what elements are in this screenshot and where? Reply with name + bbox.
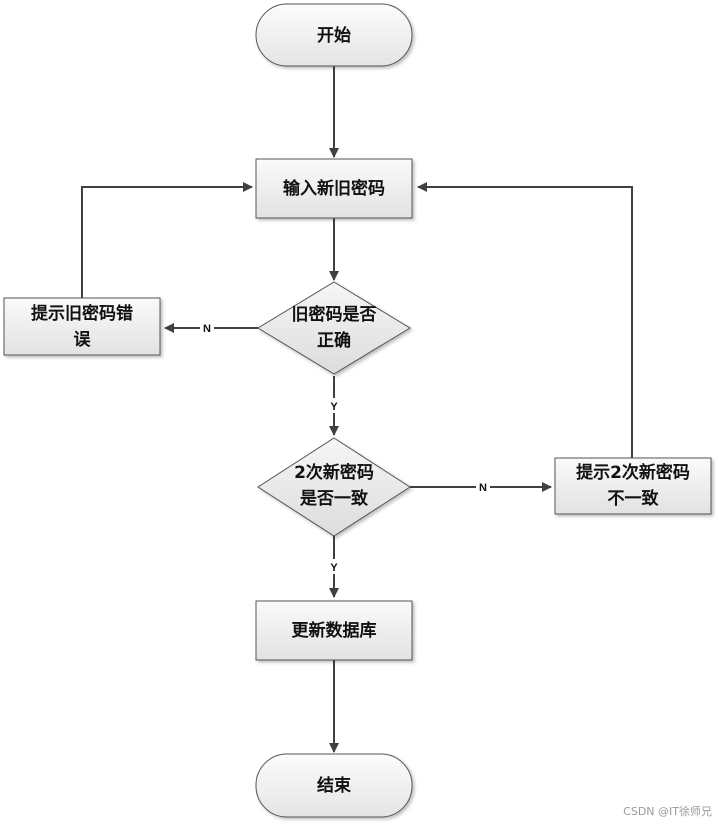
- input-node: 输入新旧密码: [255, 158, 413, 219]
- check-new-label-line1: 2次新密码: [294, 462, 374, 483]
- check-new-label-line2: 是否一致: [300, 488, 369, 509]
- start-node: 开始: [255, 3, 413, 67]
- label-new-no: N: [479, 482, 487, 494]
- edge-old-error-back-to-input: [81, 182, 253, 298]
- label-new-yes: Y: [330, 562, 338, 574]
- end-node: 结束: [255, 753, 413, 818]
- old-error-label-line2: 误: [74, 330, 92, 350]
- watermark: CSDN @IT徐师兄: [623, 805, 712, 818]
- label-old-yes: Y: [330, 401, 338, 413]
- check-old-label-line1: 旧密码是否: [292, 304, 377, 325]
- check-new-decision: 2次新密码 是否一致: [257, 437, 411, 537]
- new-error-label-line1: 提示2次新密码: [576, 462, 690, 483]
- update-label: 更新数据库: [292, 620, 377, 641]
- old-error-node: 提示旧密码错 误: [3, 297, 161, 356]
- check-old-label-line2: 正确: [317, 330, 351, 351]
- edge-new-error-back-to-input: [417, 182, 633, 458]
- new-error-label-line2: 不一致: [608, 488, 660, 509]
- start-label: 开始: [317, 25, 351, 46]
- label-old-no: N: [203, 323, 211, 335]
- input-label: 输入新旧密码: [283, 178, 385, 199]
- edge-labels: N Y N Y: [200, 320, 490, 574]
- update-node: 更新数据库: [255, 600, 413, 661]
- check-old-decision: 旧密码是否 正确: [257, 281, 411, 375]
- end-label: 结束: [317, 775, 351, 796]
- old-error-label-line1: 提示旧密码错: [31, 303, 133, 324]
- new-error-node: 提示2次新密码 不一致: [554, 457, 712, 515]
